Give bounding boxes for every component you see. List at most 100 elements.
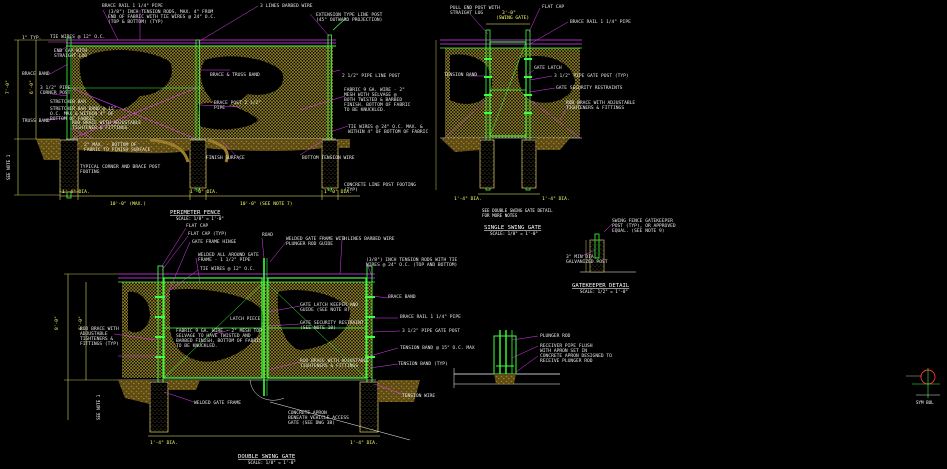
perimeter-label-end-cap: END CAP WITH bbox=[54, 48, 87, 54]
double-gate-label-security: GATE SECURITY RESTRAINT bbox=[300, 320, 364, 326]
double-gate-label-tension-band: TENSION BAND @ 15" O.C. MAX bbox=[400, 345, 475, 351]
double-gate-label-rod-brace: ROD BRACE WITH ADJUSTABLE bbox=[300, 358, 369, 364]
double-gate-label-gate-hinge: GATE FRAME HINGE bbox=[192, 239, 236, 245]
double-gate-label-fabric-4: TO BE KNUCKLED. bbox=[176, 343, 218, 349]
double-gate-label-welded-frame: WELDED GATE FRAME WITH bbox=[286, 236, 347, 242]
single-gate-see-note: SEE DOUBLE SWING GATE DETAIL bbox=[482, 208, 553, 213]
perimeter-label-tie-wires: TIE WIRES @ 12" O.C. bbox=[50, 34, 105, 40]
perimeter-label-truss-band: TRUSS BAND bbox=[22, 118, 50, 124]
perimeter-label-brace-band: BRACE BAND bbox=[22, 71, 50, 77]
double-gate-label-security-2: (SEE NOTE 10) bbox=[300, 325, 336, 331]
double-gate-label-rod-left-4: FITTINGS (TYP) bbox=[80, 341, 119, 347]
double-gate-label-rod-left: ROD BRACE WITH bbox=[80, 326, 119, 332]
double-gate-label-flat-cap: FLAT CAP bbox=[186, 223, 208, 229]
double-gate-label-fabric-3: BARBED FINISH, BOTTOM OF FABRIC bbox=[176, 338, 262, 344]
receiver-label-plunger: PLUNGER ROD bbox=[540, 333, 571, 339]
perimeter-label-tension-rods-2: END OF FABRIC WITH TIE WIRES @ 24" O.C. bbox=[108, 14, 216, 20]
perimeter-dim-dia-3: 1'-0" DIA. bbox=[324, 189, 352, 195]
double-gate-label-tension-wire: TENSION WIRE bbox=[402, 393, 435, 399]
perimeter-fence-detail: BRACE RAIL 1 1/4" PIPE (3/8") INCH TENSI… bbox=[5, 3, 428, 221]
double-gate-scale: SCALE: 1/8" = 1'-0" bbox=[248, 460, 296, 465]
receiver-label-receiver: RECEIVER PIPE FLUSH bbox=[540, 343, 593, 349]
gatekeeper-label-post: 3" MIN DIA. bbox=[566, 254, 596, 260]
perimeter-label-tie-wires-max-2: WITHIN 4" OF BOTTOM OF FABRIC bbox=[348, 129, 428, 135]
perimeter-label-finish-surface: FINISH SURFACE bbox=[206, 155, 245, 161]
perimeter-label-corner-post: 3 1/2" PIPE bbox=[40, 85, 71, 91]
perimeter-label-end-cap-2: STRAIGHT LUG bbox=[54, 53, 87, 59]
single-gate-swing-dim-2: (SWING GATE) bbox=[496, 15, 529, 21]
perimeter-label-stretcher-band: STRETCHER BAR BAND @ 15" bbox=[50, 106, 116, 112]
perimeter-label-fabric-2: MESH WITH SELVAGE @ bbox=[344, 92, 397, 98]
double-gate-label-road: ROAD bbox=[262, 232, 273, 238]
double-gate-label-fabric: FABRIC 9 GA. WIRE - 2" MESH TOP bbox=[176, 328, 262, 334]
perimeter-label-bottom-tension: BOTTOM TENSION WIRE bbox=[302, 155, 355, 161]
receiver-label-receiver-4: RECEIVE PLUNGER ROD bbox=[540, 358, 593, 364]
perimeter-label-tension-rods: (3/8") INCH TENSION RODS, MAX. 4" FROM bbox=[108, 9, 213, 15]
double-gate-label-flat-cap-2: FLAT CAP (TYP) bbox=[188, 231, 227, 237]
single-gate-see-note-2: FOR MORE NOTES bbox=[482, 213, 518, 218]
single-gate-label-pull-end: PULL END POST WITH bbox=[450, 5, 500, 11]
perimeter-scale: SCALE: 1/8" = 1'-0" bbox=[176, 216, 224, 221]
double-gate-label-tension-rods-2: WIRES @ 24" O.C. (TOP AND BOTTOM) bbox=[366, 262, 457, 268]
gatekeeper-label-gate-3: EQUAL. (SEE NOTE 9) bbox=[612, 228, 665, 234]
perimeter-see-note: SEE NOTE 1 bbox=[6, 154, 11, 180]
legend-symbol-caption: SYM BOL bbox=[916, 400, 934, 405]
plunger-receiver-detail: PLUNGER ROD RECEIVER PIPE FLUSH WITH APR… bbox=[453, 330, 612, 388]
single-gate-label-pull-end-2: STRAIGHT LUG bbox=[450, 10, 483, 16]
perimeter-dim-height-2: 6'-0" bbox=[29, 80, 35, 94]
double-gate-label-gate-latch-2: GUIDE (SEE NOTE 8) bbox=[300, 307, 350, 313]
single-gate-label-gate-post: 3 1/2" PIPE GATE POST (TYP) bbox=[554, 73, 629, 79]
double-gate-label-tension: TENSION BAND (TYP) bbox=[398, 361, 448, 367]
single-gate-label-tension-band: TENSION BAND bbox=[444, 72, 477, 78]
single-gate-label-gate-latch: GATE LATCH bbox=[534, 65, 562, 71]
double-gate-label-concrete: CONCRETE APRON bbox=[288, 410, 327, 416]
perimeter-label-concrete-footing-2: (TYP) bbox=[344, 187, 358, 193]
single-gate-label-security: GATE SECURITY RESTRAINTS bbox=[556, 85, 623, 91]
single-swing-gate-detail: PULL END POST WITH STRAIGHT LUG 3'-0" (S… bbox=[435, 4, 635, 236]
perimeter-fabric-cutout-right bbox=[198, 102, 258, 130]
perimeter-label-brace-truss: BRACE & TRUSS BAND bbox=[210, 72, 260, 78]
double-gate-label-latch: LATCH PIECE bbox=[230, 316, 261, 322]
single-gate-label-brace-rail: BRACE RAIL 1 1/4" PIPE bbox=[570, 19, 631, 25]
perimeter-fabric-cutout-left bbox=[79, 50, 172, 110]
perimeter-soil bbox=[36, 139, 350, 160]
perimeter-label-rod-brace-2: TIGHTENER & FITTINGS bbox=[72, 125, 128, 131]
double-gate-label-tension-rods: (3/8") INCH TENSION RODS WITH TIE bbox=[366, 257, 458, 263]
single-gate-scale: SCALE: 1/8" = 1'-0" bbox=[490, 231, 538, 236]
single-gate-label-rod-brace-2: TIGHTENERS & FITTINGS bbox=[566, 105, 624, 111]
perimeter-label-footing-2: FOOTING bbox=[80, 169, 100, 175]
perimeter-label-fabric-4: FINISH. BOTTOM OF FABRIC bbox=[344, 102, 411, 108]
perimeter-label-grade: 2" MAX. - BOTTOM OF bbox=[84, 142, 137, 148]
double-gate-label-fabric-2: SELVAGE TO HAVE TWISTED AND bbox=[176, 333, 251, 339]
gatekeeper-label-post-2: GALVANIZED POST bbox=[566, 259, 608, 265]
double-gate-label-brace-band: BRACE BAND bbox=[388, 294, 416, 300]
legend-symbol: SYM BOL bbox=[906, 368, 940, 405]
gatekeeper-label-gate: SWING FENCE GATEKEEPER bbox=[612, 218, 673, 224]
perimeter-label-grade-2: FABRIC TO FINISH SURFACE bbox=[84, 147, 151, 153]
double-gate-dim-dia-2: 1'-4" DIA. bbox=[350, 440, 378, 446]
perimeter-label-stretcher-band-3: BOTTOM OF FABRIC bbox=[50, 116, 94, 122]
gatekeeper-scale: SCALE: 1/2" = 1'-0" bbox=[580, 289, 628, 294]
single-gate-title: SINGLE SWING GATE bbox=[484, 225, 542, 231]
perimeter-label-extension-arm-2: (45" OUTWARD PROJECTION) bbox=[316, 17, 382, 23]
double-gate-label-tie-wires: TIE WIRES @ 12" O.C. bbox=[200, 266, 255, 272]
single-gate-label-flat-cap: FLAT CAP bbox=[542, 4, 564, 10]
perimeter-dim-height: 7'-0" bbox=[5, 80, 11, 94]
perimeter-dim-span: 10'-0" (MAX.) bbox=[110, 201, 146, 207]
perimeter-label-extension-arm: EXTENSION TYPE LINE POST bbox=[316, 12, 383, 18]
double-gate-label-gate-latch: GATE LATCH KEEPER AND bbox=[300, 302, 358, 308]
perimeter-dim-dia-2: 1'-0" DIA. bbox=[190, 189, 218, 195]
double-gate-label-welded-frame-3: WELDED GATE FRAME bbox=[194, 400, 241, 406]
perimeter-label-line-post: 2 1/2" PIPE LINE POST bbox=[342, 73, 400, 79]
perimeter-label-rod-brace: ROD BRACE WITH ADJUSTABLE bbox=[72, 120, 141, 126]
single-gate-label-rod-brace: ROD BRACE WITH ADJUSTABLE bbox=[566, 100, 635, 106]
double-gate-see-note: SEE NOTE 1 bbox=[96, 394, 101, 420]
perimeter-label-concrete-footing: CONCRETE LINE POST FOOTING bbox=[344, 182, 416, 188]
perimeter-label-corner-post-2: CORNER POST bbox=[40, 90, 71, 96]
gatekeeper-title: GATEKEEPER DETAIL bbox=[572, 283, 630, 289]
double-gate-label-barbed: 3 LINES BARBED WIRE bbox=[342, 236, 395, 242]
double-gate-label-rod-brace-2: TIGHTENERS & FITTINGS bbox=[300, 363, 358, 369]
perimeter-label-barbed-wire: 3 LINES BARBED WIRE bbox=[260, 3, 313, 9]
perimeter-label-stretcher-band-2: O.C. MAX & WITHIN 4" OF bbox=[50, 111, 114, 117]
perimeter-dim-dia-1: 1'-4" DIA. bbox=[62, 189, 90, 195]
